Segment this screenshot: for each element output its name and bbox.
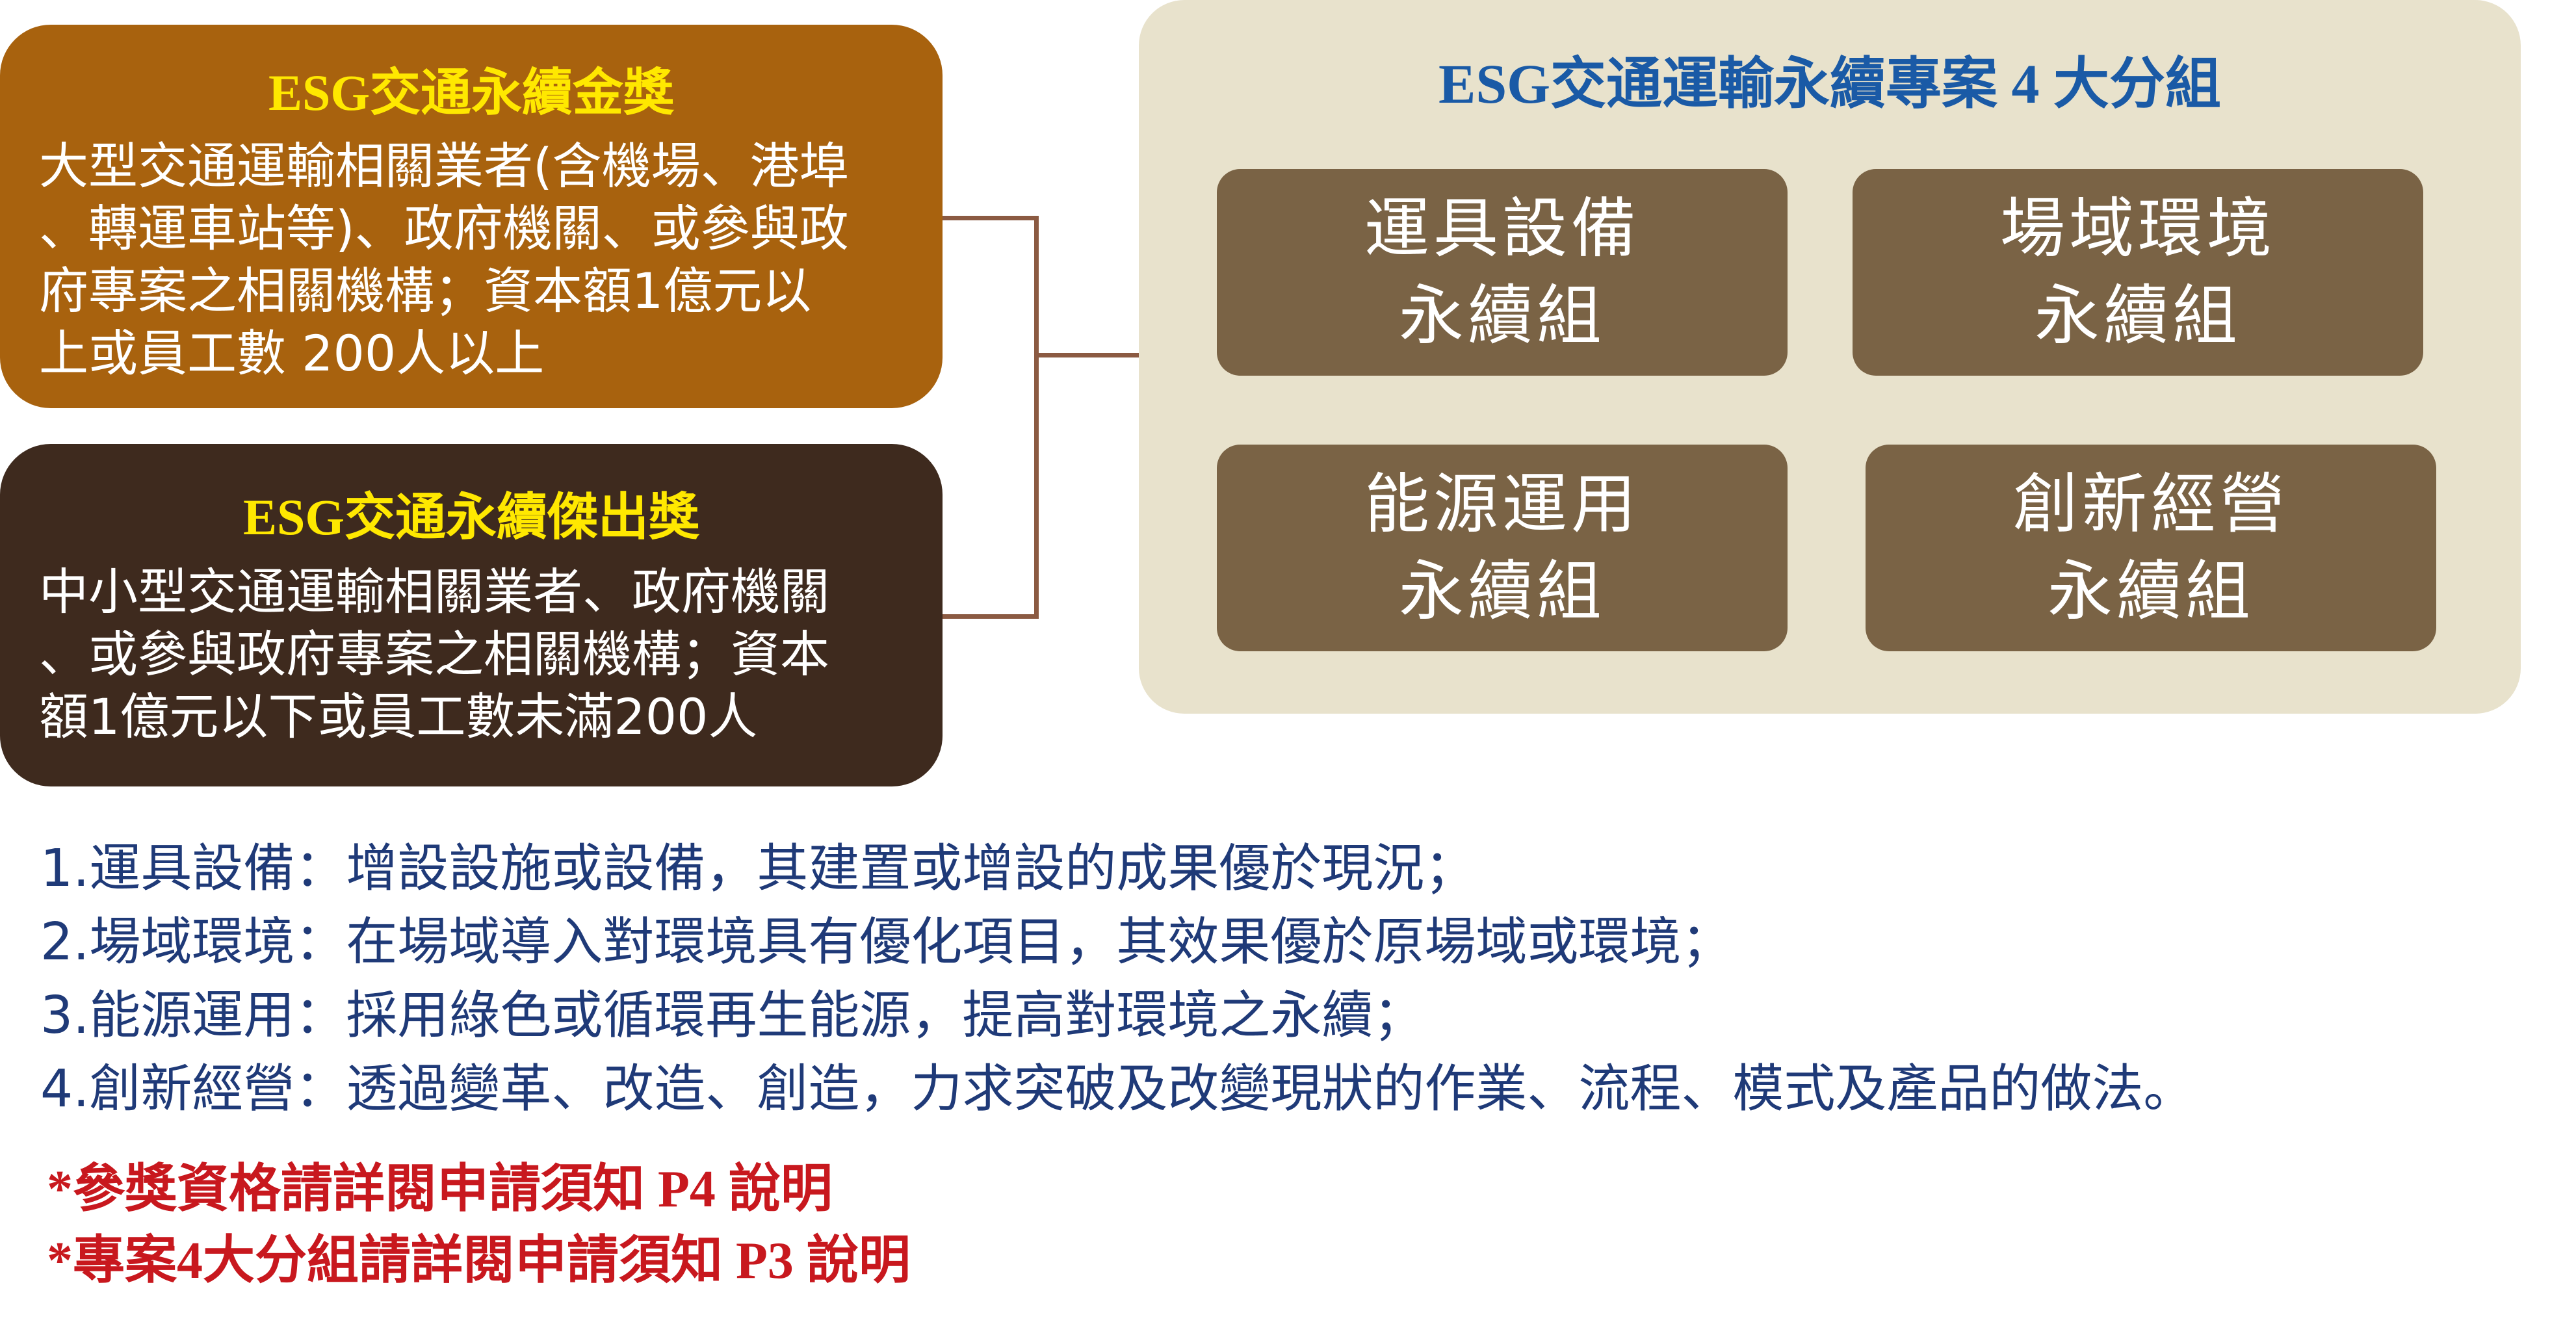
excellence-award-title: ESG交通永續傑出獎: [242, 489, 700, 545]
group-card-innovative-management: 創新經營 永續組: [1866, 445, 2436, 651]
group-card-label: 創新經營: [2013, 466, 2289, 542]
gold-award-desc-line: 上或員工數 200人以上: [39, 324, 545, 382]
gold-award-desc-line: 府專案之相關機構；資本額1億元以: [39, 262, 812, 320]
group-card-sublabel: 永續組: [2048, 553, 2254, 629]
connector-to-panel: [1034, 353, 1139, 357]
groups-panel: ESG交通運輸永續專案 4 大分組 運具設備 永續組 場域環境 永續組 能源運用…: [1139, 0, 2521, 714]
group-definitions: 1.運具設備：增設設施或設備，其建置或增設的成果優於現況； 2.場域環境：在場域…: [40, 832, 2194, 1126]
gold-award-desc-line: 大型交通運輸相關業者(含機場、港埠: [39, 137, 849, 195]
gold-award-box: ESG交通永續金獎 大型交通運輸相關業者(含機場、港埠 、轉運車站等)、政府機關…: [0, 25, 943, 408]
note-line: *參獎資格請詳閱申請須知 P4 說明: [47, 1161, 833, 1218]
group-card-energy-use: 能源運用 永續組: [1217, 445, 1788, 651]
notes: *參獎資格請詳閱申請須知 P4 說明 *專案4大分組請詳閱申請須知 P3 說明: [47, 1154, 911, 1297]
excellence-award-box: ESG交通永續傑出獎 中小型交通運輸相關業者、政府機關 、或參與政府專案之相關機…: [0, 444, 943, 786]
group-card-sublabel: 永續組: [2035, 278, 2241, 354]
excellence-award-desc-line: 、或參與政府專案之相關機構；資本: [39, 625, 829, 683]
connector-excellence-stub: [943, 614, 1039, 619]
group-card-site-environment: 場域環境 永續組: [1853, 169, 2423, 376]
excellence-award-description: 中小型交通運輸相關業者、政府機關 、或參與政府專案之相關機構；資本 額1億元以下…: [39, 561, 910, 748]
connector-vertical: [1034, 216, 1039, 619]
definition-line: 1.運具設備：增設設施或設備，其建置或增設的成果優於現況；: [40, 838, 1476, 898]
gold-award-title: ESG交通永續金獎: [268, 64, 675, 121]
excellence-award-desc-line: 中小型交通運輸相關業者、政府機關: [39, 563, 829, 621]
definition-line: 2.場域環境：在場域導入對環境具有優化項目，其效果優於原場域或環境；: [40, 912, 1733, 972]
gold-award-description: 大型交通運輸相關業者(含機場、港埠 、轉運車站等)、政府機關、或參與政 府專案之…: [39, 135, 910, 385]
group-card-label: 運具設備: [1364, 190, 1640, 266]
gold-award-desc-line: 、轉運車站等)、政府機關、或參與政: [39, 200, 849, 257]
group-card-label: 能源運用: [1364, 466, 1640, 542]
note-line: *專案4大分組請詳閱申請須知 P3 說明: [47, 1232, 911, 1290]
group-card-sublabel: 永續組: [1399, 553, 1606, 629]
groups-title: ESG交通運輸永續專案 4 大分組: [1438, 53, 2222, 115]
definition-line: 4.創新經營：透過變革、改造、創造，力求突破及改變現狀的作業、流程、模式及產品的…: [40, 1059, 2195, 1119]
connector-gold-stub: [943, 216, 1039, 220]
group-card-vehicle-equipment: 運具設備 永續組: [1217, 169, 1788, 376]
excellence-award-desc-line: 額1億元以下或員工數未滿200人: [39, 688, 758, 746]
group-card-label: 場域環境: [2000, 190, 2276, 266]
definition-line: 3.能源運用：採用綠色或循環再生能源，提高對環境之永續；: [40, 985, 1425, 1045]
group-card-sublabel: 永續組: [1399, 278, 1606, 354]
